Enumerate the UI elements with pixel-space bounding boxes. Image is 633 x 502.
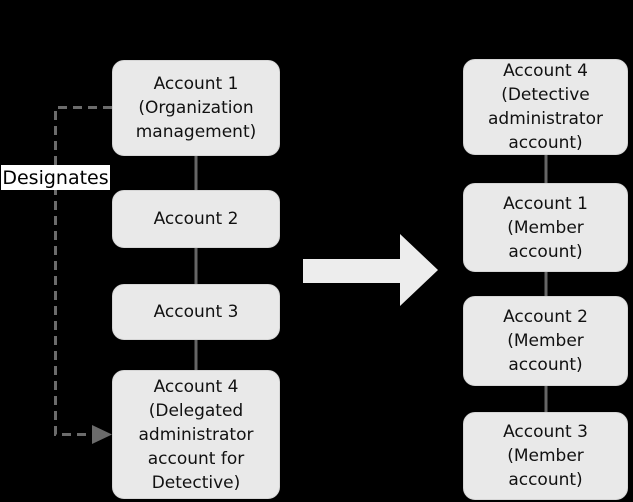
right-box-account-4-detective-admin: Account 4 (Detective administrator accou… <box>463 59 628 155</box>
big-right-arrow-icon <box>303 234 438 306</box>
designates-arrowhead-icon <box>92 425 112 444</box>
left-box-account-4-delegated-admin: Account 4 (Delegated administrator accou… <box>112 370 280 499</box>
right-box-account-2-member: Account 2 (Member account) <box>463 296 628 386</box>
designates-label: Designates <box>1 165 110 190</box>
designates-dashed-path <box>54 106 112 436</box>
left-box-account-1-org-management: Account 1 (Organization management) <box>112 60 280 156</box>
left-box-account-3: Account 3 <box>112 284 280 340</box>
right-box-account-3-member: Account 3 (Member account) <box>463 412 628 500</box>
right-box-account-1-member: Account 1 (Member account) <box>463 183 628 272</box>
left-box-account-2: Account 2 <box>112 190 280 248</box>
